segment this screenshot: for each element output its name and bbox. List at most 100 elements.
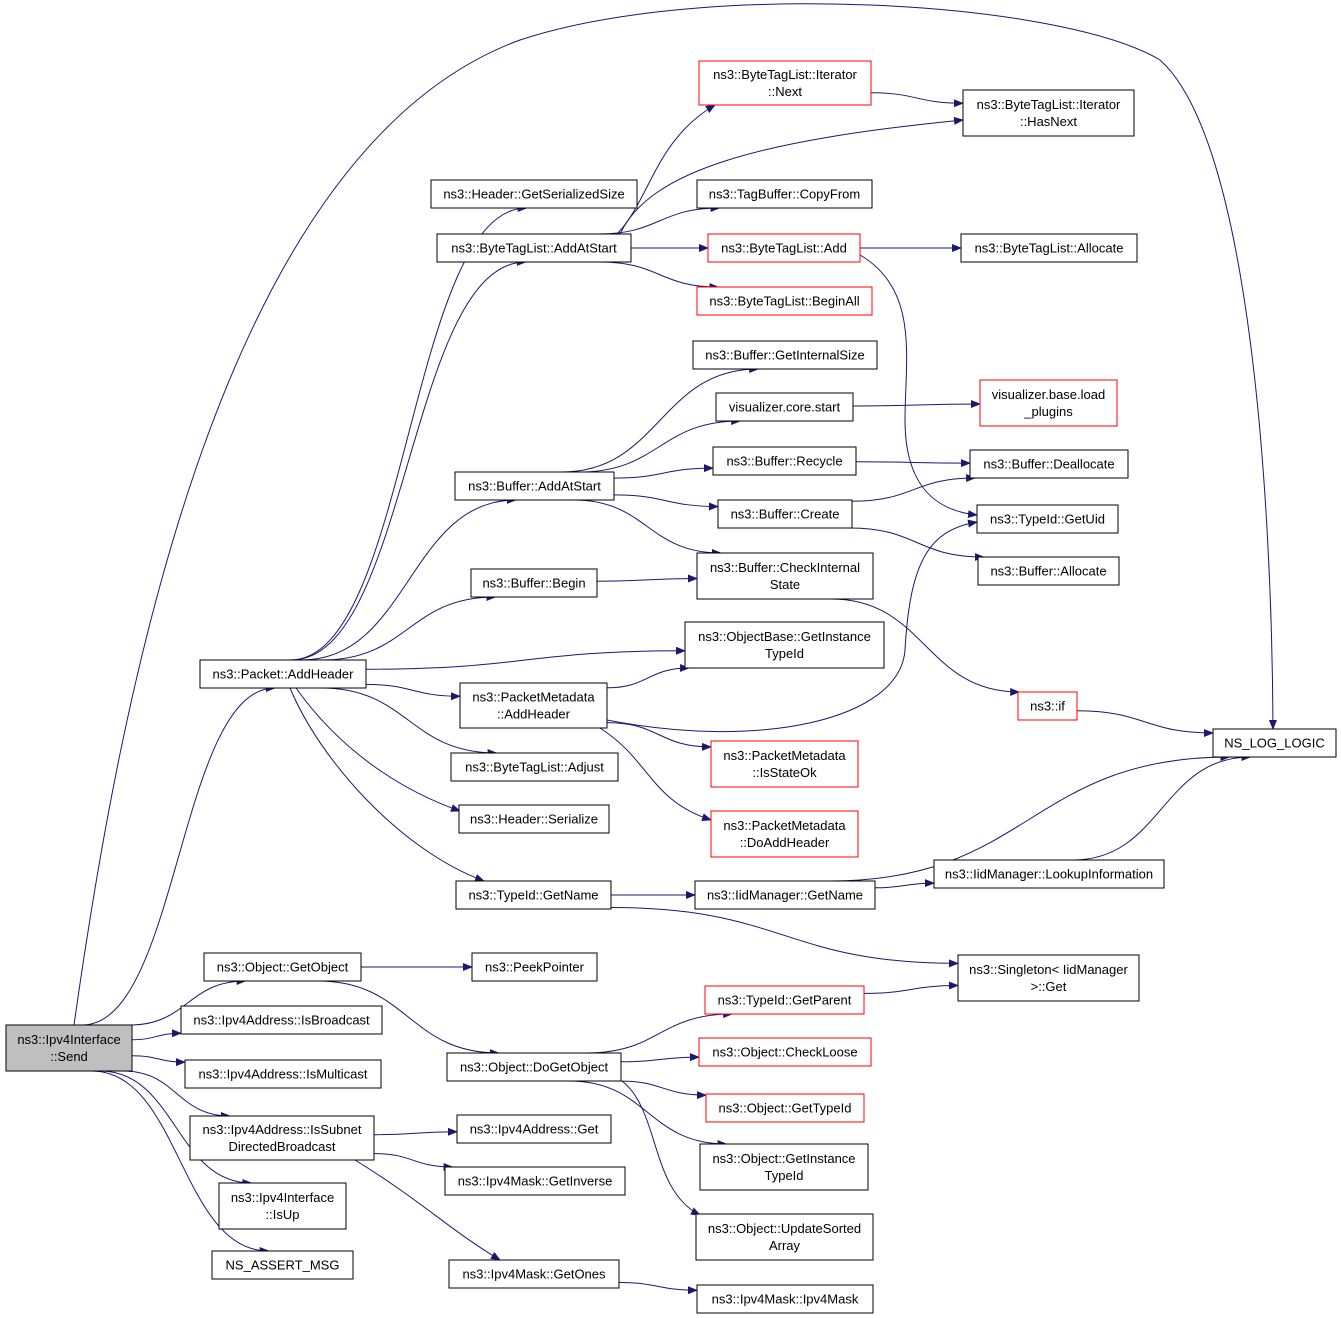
node-hdrserialize[interactable]: ns3::Header::Serialize: [458, 804, 610, 834]
node-box[interactable]: [707, 233, 861, 263]
node-iidlookup[interactable]: ns3::IidManager::LookupInformation: [933, 859, 1165, 889]
node-peekpointer[interactable]: ns3::PeekPointer: [471, 952, 598, 982]
node-nsif[interactable]: ns3::if: [1017, 691, 1078, 721]
node-box[interactable]: [218, 1182, 347, 1230]
node-ipv4addrget[interactable]: ns3::Ipv4Address::Get: [456, 1114, 612, 1144]
node-box[interactable]: [180, 1005, 383, 1035]
node-bufaddatstart[interactable]: ns3::Buffer::AddAtStart: [454, 471, 615, 501]
node-box[interactable]: [710, 810, 859, 858]
node-dogetobject[interactable]: ns3::Object::DoGetObject: [446, 1052, 622, 1082]
node-box[interactable]: [1212, 728, 1337, 758]
node-viscorestart[interactable]: visualizer.core.start: [715, 392, 854, 422]
node-box[interactable]: [979, 379, 1118, 427]
node-box[interactable]: [430, 179, 638, 209]
node-nslog[interactable]: NS_LOG_LOGIC: [1212, 728, 1337, 758]
node-box[interactable]: [710, 740, 859, 788]
node-box[interactable]: [699, 1143, 869, 1191]
node-box[interactable]: [696, 1284, 874, 1314]
node-pmaddheader[interactable]: ns3::PacketMetadata::AddHeader: [459, 682, 608, 729]
node-tidgetname[interactable]: ns3::TypeId::GetName: [455, 880, 612, 910]
node-box[interactable]: [976, 504, 1119, 534]
node-send[interactable]: ns3::Ipv4Interface::Send: [5, 1024, 133, 1072]
node-getsersize[interactable]: ns3::Header::GetSerializedSize: [430, 179, 638, 209]
node-box[interactable]: [1017, 691, 1078, 721]
node-box[interactable]: [705, 1093, 865, 1123]
node-bufrecycle[interactable]: ns3::Buffer::Recycle: [712, 446, 857, 476]
node-tidgetparent[interactable]: ns3::TypeId::GetParent: [704, 985, 865, 1015]
node-isbroadcast[interactable]: ns3::Ipv4Address::IsBroadcast: [180, 1005, 383, 1035]
node-ithasnext[interactable]: ns3::ByteTagList::Iterator::HasNext: [962, 89, 1135, 137]
node-box[interactable]: [5, 1024, 133, 1072]
node-box[interactable]: [692, 340, 878, 370]
node-box[interactable]: [960, 233, 1138, 263]
node-tidgetuid[interactable]: ns3::TypeId::GetUid: [976, 504, 1119, 534]
node-addheader[interactable]: ns3::Packet::AddHeader: [199, 659, 367, 689]
node-box[interactable]: [957, 954, 1140, 1002]
node-checkloose[interactable]: ns3::Object::CheckLoose: [698, 1037, 872, 1067]
node-bufdealloc[interactable]: ns3::Buffer::Deallocate: [969, 449, 1129, 479]
node-box[interactable]: [211, 1250, 354, 1280]
node-box[interactable]: [455, 880, 612, 910]
node-box[interactable]: [696, 552, 874, 600]
node-maskgetones[interactable]: ns3::Ipv4Mask::GetOnes: [448, 1259, 620, 1289]
node-ismulticast[interactable]: ns3::Ipv4Address::IsMulticast: [184, 1059, 382, 1089]
node-box[interactable]: [694, 880, 876, 910]
node-box[interactable]: [695, 1213, 874, 1261]
node-box[interactable]: [458, 804, 610, 834]
node-box[interactable]: [933, 859, 1165, 889]
node-box[interactable]: [712, 446, 857, 476]
node-box[interactable]: [962, 89, 1135, 137]
node-objgettid[interactable]: ns3::Object::GetTypeId: [705, 1093, 865, 1123]
node-btlallocate[interactable]: ns3::ByteTagList::Allocate: [960, 233, 1138, 263]
node-box[interactable]: [969, 449, 1129, 479]
node-box[interactable]: [446, 1052, 622, 1082]
node-btladd[interactable]: ns3::ByteTagList::Add: [707, 233, 861, 263]
node-box[interactable]: [184, 1059, 382, 1089]
node-box[interactable]: [454, 471, 615, 501]
node-singletonget[interactable]: ns3::Singleton< IidManager>::Get: [957, 954, 1140, 1002]
node-bufallocate[interactable]: ns3::Buffer::Allocate: [977, 556, 1120, 586]
node-maskgetinverse[interactable]: ns3::Ipv4Mask::GetInverse: [444, 1166, 626, 1196]
node-visloadplugins[interactable]: visualizer.base.load_plugins: [979, 379, 1118, 427]
node-box[interactable]: [471, 952, 598, 982]
node-pmdoaddheader[interactable]: ns3::PacketMetadata::DoAddHeader: [710, 810, 859, 858]
node-box[interactable]: [696, 179, 873, 209]
node-box[interactable]: [698, 60, 872, 106]
node-box[interactable]: [203, 952, 362, 982]
node-box[interactable]: [717, 499, 853, 529]
node-btladjust[interactable]: ns3::ByteTagList::Adjust: [450, 752, 619, 782]
node-tbcopyfrom[interactable]: ns3::TagBuffer::CopyFrom: [696, 179, 873, 209]
node-btladdatstart[interactable]: ns3::ByteTagList::AddAtStart: [436, 233, 632, 263]
node-iidgetname[interactable]: ns3::IidManager::GetName: [694, 880, 876, 910]
node-isup[interactable]: ns3::Ipv4Interface::IsUp: [218, 1182, 347, 1230]
node-box[interactable]: [470, 568, 598, 598]
node-maskctor[interactable]: ns3::Ipv4Mask::Ipv4Mask: [696, 1284, 874, 1314]
node-box[interactable]: [444, 1166, 626, 1196]
node-assert[interactable]: NS_ASSERT_MSG: [211, 1250, 354, 1280]
node-box[interactable]: [456, 1114, 612, 1144]
node-pmisstateok[interactable]: ns3::PacketMetadata::IsStateOk: [710, 740, 859, 788]
node-box[interactable]: [715, 392, 854, 422]
node-box[interactable]: [189, 1115, 375, 1161]
node-bufgetintsize[interactable]: ns3::Buffer::GetInternalSize: [692, 340, 878, 370]
node-box[interactable]: [977, 556, 1120, 586]
node-bufcreate[interactable]: ns3::Buffer::Create: [717, 499, 853, 529]
node-box[interactable]: [199, 659, 367, 689]
node-box[interactable]: [450, 752, 619, 782]
node-box[interactable]: [684, 621, 885, 669]
node-box[interactable]: [459, 682, 608, 729]
node-box[interactable]: [704, 985, 865, 1015]
node-box[interactable]: [436, 233, 632, 263]
node-btlbeginall[interactable]: ns3::ByteTagList::BeginAll: [696, 286, 873, 316]
node-issubnet[interactable]: ns3::Ipv4Address::IsSubnetDirectedBroadc…: [189, 1115, 375, 1161]
node-box[interactable]: [698, 1037, 872, 1067]
node-box[interactable]: [448, 1259, 620, 1289]
node-getobject[interactable]: ns3::Object::GetObject: [203, 952, 362, 982]
node-bufbegin[interactable]: ns3::Buffer::Begin: [470, 568, 598, 598]
node-itnext[interactable]: ns3::ByteTagList::Iterator::Next: [698, 60, 872, 106]
node-box[interactable]: [696, 286, 873, 316]
